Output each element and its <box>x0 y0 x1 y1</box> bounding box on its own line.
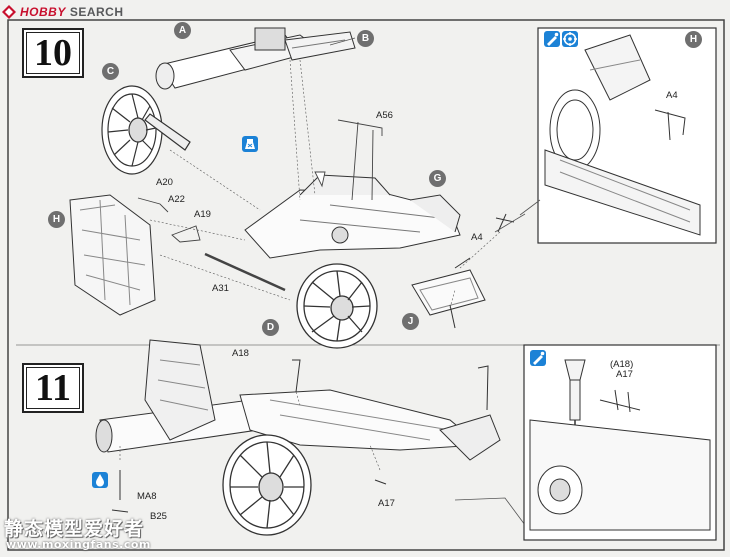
label-a4: A4 <box>471 232 483 243</box>
hobbysearch-logo-icon <box>2 5 16 19</box>
part-circle-b: B <box>357 30 374 47</box>
label-a17: A17 <box>378 498 395 509</box>
recoil-part-b <box>284 31 356 61</box>
part-circle-c: C <box>102 63 119 80</box>
label-a4-inset: A4 <box>666 90 678 101</box>
wheel-part-c <box>101 85 191 175</box>
brand-hobby-text: HOBBY <box>20 5 66 19</box>
part-circle-a: A <box>174 22 191 39</box>
label-a31: A31 <box>212 283 229 294</box>
glue-icon-step11 <box>530 350 546 366</box>
label-a22: A22 <box>168 194 185 205</box>
step-number-10-text: 10 <box>34 32 72 74</box>
part-a17-shape <box>374 479 387 485</box>
brand-search-text: SEARCH <box>69 5 124 19</box>
seat-part-j <box>411 257 486 329</box>
paint-icon <box>242 136 258 152</box>
part-a31-shape <box>204 252 286 292</box>
wheel-part-d <box>296 263 378 349</box>
drill-icon <box>562 31 578 47</box>
cement-drop-icon <box>92 472 108 488</box>
trail-plate-part-h <box>69 194 156 316</box>
part-circle-d: D <box>262 319 279 336</box>
label-a17-inset: A17 <box>616 369 633 380</box>
step-number-11: 11 <box>22 363 84 413</box>
label-b25: B25 <box>150 511 167 522</box>
label-a56: A56 <box>376 110 393 121</box>
inset-drawing-step10 <box>544 34 701 236</box>
label-ma8: MA8 <box>137 491 157 502</box>
gun-assembled-step11 <box>95 339 501 461</box>
label-a18-paren: (A18) <box>610 359 634 370</box>
part-a18-shape <box>292 359 301 393</box>
part-a19-shape <box>171 225 201 243</box>
part-circle-h: H <box>48 211 65 228</box>
part-a20-shape <box>137 197 169 213</box>
inset-drawing-step11 <box>529 359 711 531</box>
sheet-border <box>7 19 725 551</box>
label-a20: A20 <box>156 177 173 188</box>
part-circle-h-inset: H <box>685 31 702 48</box>
carriage-part-g <box>244 174 461 259</box>
part-a56-shape <box>337 119 383 201</box>
part-ma8-shape <box>111 470 129 513</box>
part-circle-g: G <box>429 170 446 187</box>
part-a4-shape <box>495 213 515 233</box>
label-a19: A19 <box>194 209 211 220</box>
watermark-title: 静态模型爱好者 <box>4 518 145 540</box>
small-part-top <box>314 171 326 188</box>
step-number-10: 10 <box>22 28 84 78</box>
watermark-url: www.moxingfans.com <box>6 538 151 551</box>
glue-icon <box>544 31 560 47</box>
step-number-11-text: 11 <box>35 367 71 409</box>
hobbysearch-logo: HOBBY SEARCH <box>2 4 124 20</box>
part-circle-j: J <box>402 313 419 330</box>
wheel-step11 <box>222 434 312 536</box>
label-a18: A18 <box>232 348 249 359</box>
